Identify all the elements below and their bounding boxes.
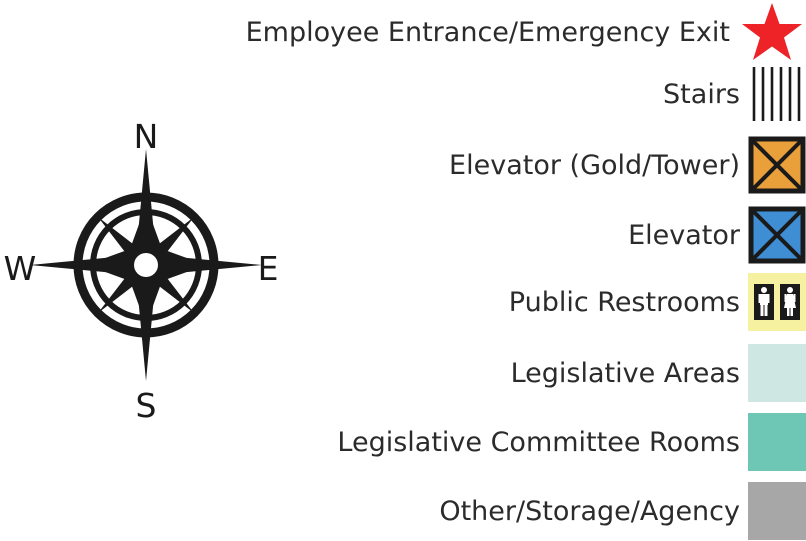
legend-item-stairs: Stairs [663, 64, 806, 124]
legend-item-committee-rooms: Legislative Committee Rooms [337, 412, 806, 472]
legend-label-other: Other/Storage/Agency [439, 495, 740, 527]
elevator-icon [748, 136, 806, 194]
compass-east-label: E [258, 249, 279, 288]
compass-west-label: W [4, 249, 37, 288]
legend-item-other: Other/Storage/Agency [439, 481, 806, 541]
legend-item-elevator-gold: Elevator (Gold/Tower) [449, 135, 806, 195]
compass-north-label: N [134, 117, 159, 156]
restroom-icon [748, 273, 806, 331]
committee-rooms-swatch [748, 413, 806, 471]
legend-label-elevator-gold: Elevator (Gold/Tower) [449, 149, 740, 181]
stairs-icon [748, 65, 806, 123]
legend-label-restrooms: Public Restrooms [508, 286, 740, 318]
legislative-areas-swatch [748, 344, 806, 402]
legend-label-exit: Employee Entrance/Emergency Exit [245, 16, 730, 48]
legend-item-exit: Employee Entrance/Emergency Exit [246, 2, 806, 62]
compass-rose: N S E W [4, 117, 279, 425]
legend-item-elevator: Elevator [628, 205, 806, 265]
compass-south-label: S [136, 386, 157, 425]
other-storage-swatch [748, 482, 806, 540]
legend-label-elevator: Elevator [628, 219, 740, 251]
legend-label-legislative-areas: Legislative Areas [510, 357, 740, 389]
legend-item-legislative-areas: Legislative Areas [511, 343, 806, 403]
star-icon [738, 3, 806, 61]
legend-label-committee-rooms: Legislative Committee Rooms [337, 426, 740, 458]
elevator-icon [748, 206, 806, 264]
legend-item-restrooms: Public Restrooms [509, 272, 806, 332]
legend-label-stairs: Stairs [663, 78, 740, 110]
